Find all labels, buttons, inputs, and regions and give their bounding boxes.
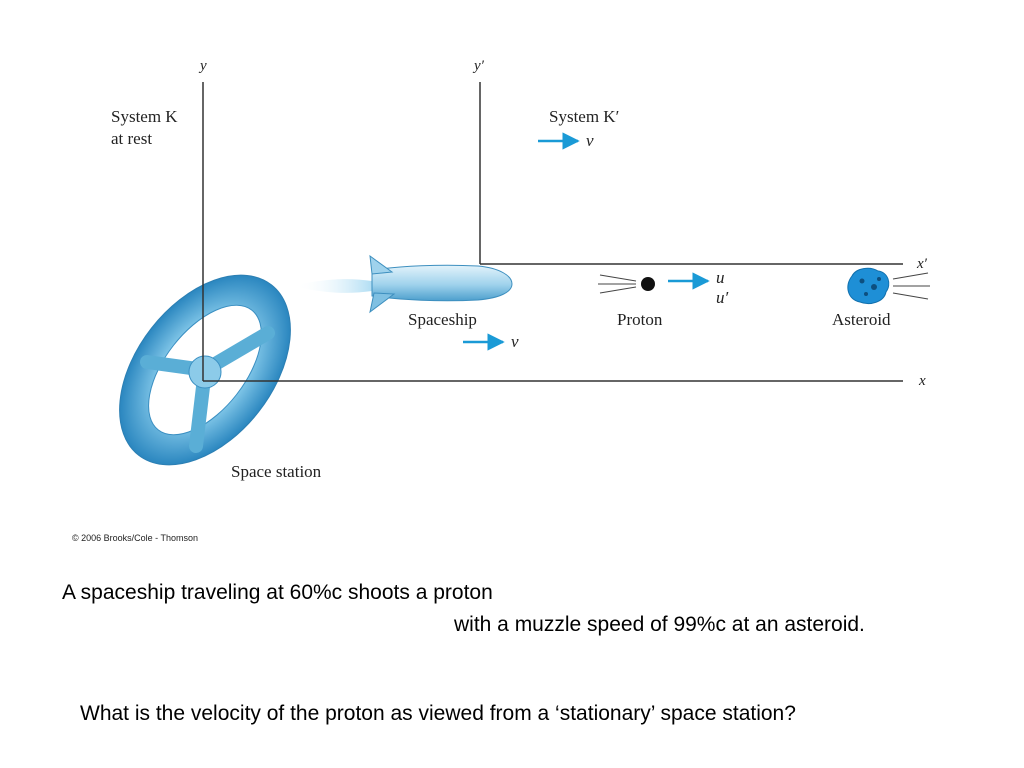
copyright-notice: © 2006 Brooks/Cole - Thomson (72, 533, 199, 543)
spaceship-label: Spaceship (408, 310, 477, 329)
spaceship-velocity-symbol: v⃗ (511, 332, 532, 351)
caption-line-2: with a muzzle speed of 99%c at an astero… (454, 613, 865, 636)
x-axis-k-label: x (918, 373, 926, 389)
space-station-icon (119, 274, 291, 466)
caption-line-1: A spaceship traveling at 60%c shoots a p… (62, 581, 493, 604)
y-axis-k-prime-label: y′ (472, 58, 485, 74)
asteroid-label: Asteroid (832, 310, 891, 329)
system-k-sublabel: at rest (111, 129, 152, 148)
y-axis-k-label: y (198, 58, 207, 74)
system-k-label: System K (111, 107, 178, 126)
relativity-diagram: y x System K at rest y′ x′ System K′ v⃗ … (111, 58, 930, 481)
question-text: What is the velocity of the proton as vi… (80, 702, 796, 725)
asteroid-icon (847, 267, 930, 305)
system-k-prime-label: System K′ (549, 107, 619, 126)
proton-icon (598, 274, 655, 294)
proton-velocity-u: u (716, 268, 725, 287)
proton-label: Proton (617, 310, 663, 329)
space-station-label: Space station (231, 462, 322, 481)
x-axis-k-prime-label: x′ (916, 256, 928, 272)
spaceship-icon (296, 254, 513, 314)
proton-velocity-u-prime: u′ (716, 288, 729, 307)
k-prime-velocity-symbol: v⃗ (586, 131, 607, 150)
